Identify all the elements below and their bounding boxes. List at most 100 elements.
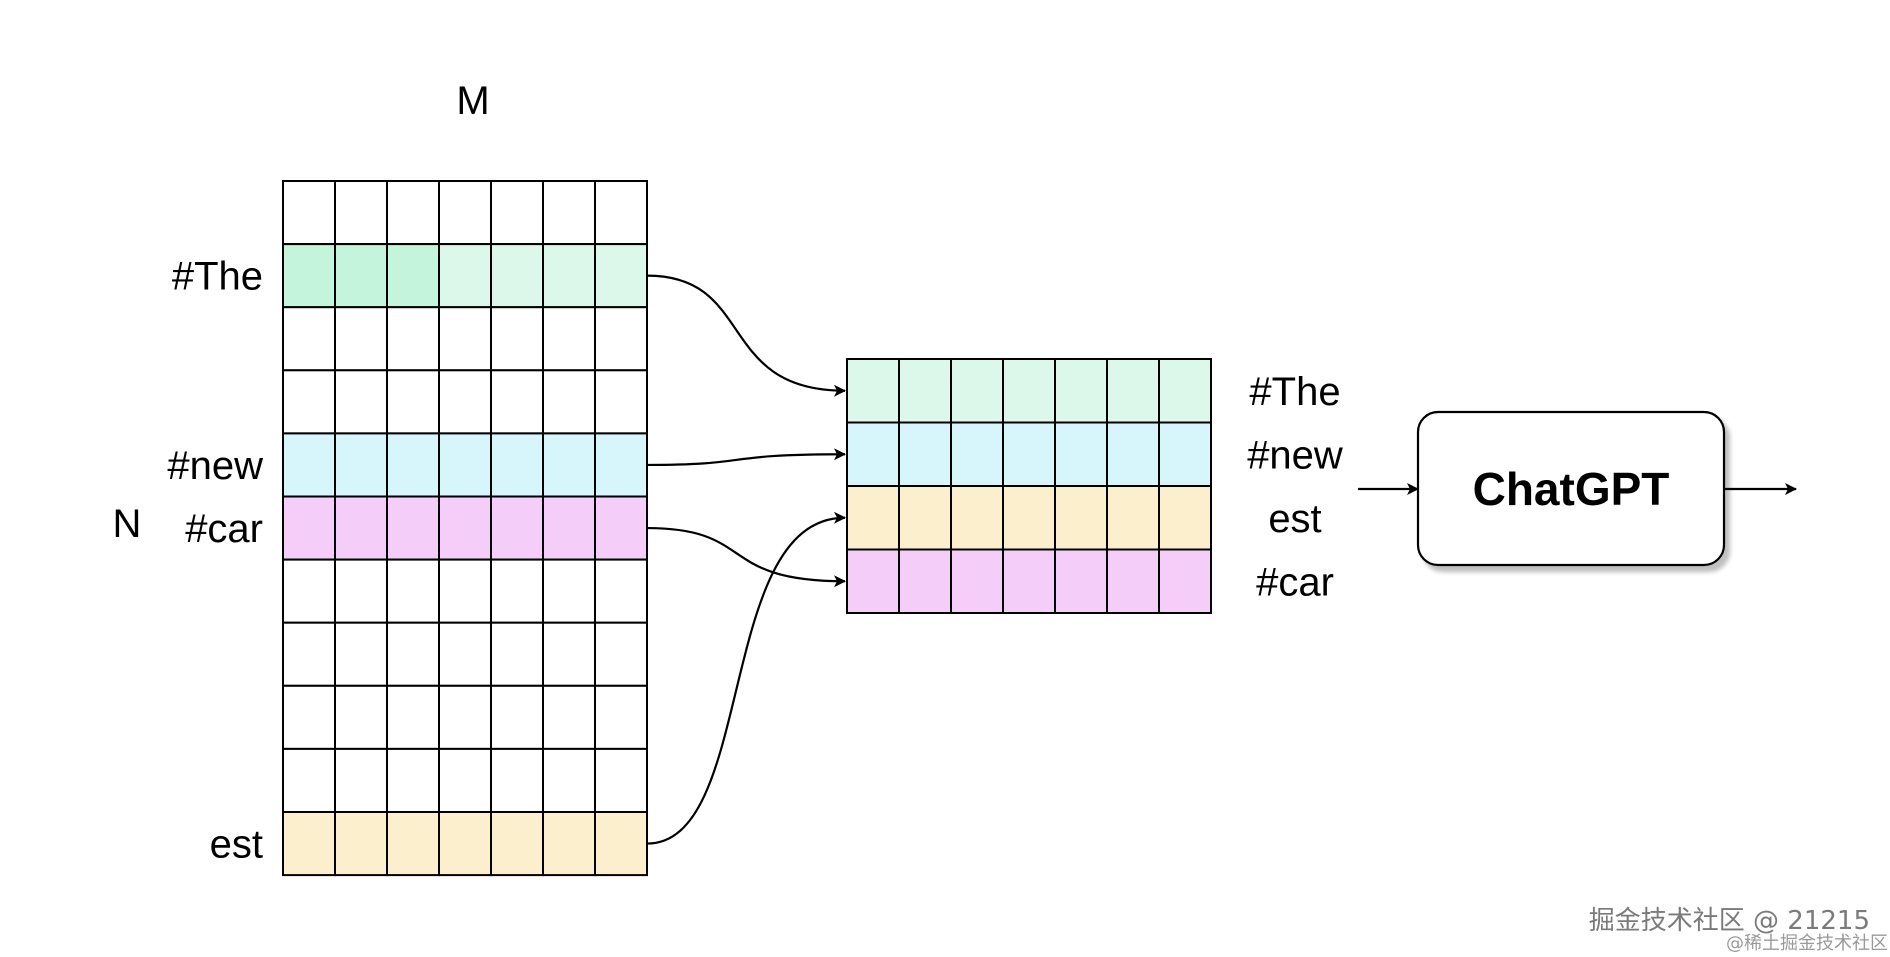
matrix-cell [594,306,648,372]
matrix-cell [334,180,388,246]
matrix-cell [386,747,440,814]
matrix-cell [282,621,336,687]
selected-row-label: #The [1249,370,1340,414]
matrix-row-label: #The [172,255,263,299]
selected-cell [1106,358,1160,424]
matrix-cell [334,621,388,687]
selected-cell [846,421,900,487]
lookup-arrow [646,511,846,845]
selected-cell [1054,485,1108,551]
matrix-cell [490,369,544,435]
watermark-sub: @稀土掘金技术社区 [1726,933,1888,954]
lookup-arrow [646,274,846,397]
matrix-cell [490,684,544,750]
selected-cell [950,485,1004,551]
selected-cell [950,421,1004,487]
matrix-cell [490,495,544,561]
matrix-cell [438,306,492,372]
matrix-rows-label: N [113,502,142,546]
matrix-cell [334,369,388,435]
matrix-cell [594,180,648,246]
matrix-cell [438,621,492,687]
matrix-cell [386,495,440,561]
matrix-cell [594,684,648,750]
embedding-matrix [282,180,648,877]
matrix-cell [334,432,388,498]
matrix-cell [542,180,596,246]
embedding-matrix-row-labels: #The #new #car est [167,255,263,867]
matrix-cell [594,621,648,687]
matrix-cell [438,684,492,750]
selected-cell [1158,421,1212,487]
matrix-cell [282,432,336,498]
matrix-cell [490,747,544,814]
matrix-cell [438,432,492,498]
matrix-row-label: #car [185,507,263,551]
matrix-cell [334,306,388,372]
selected-row-label: #car [1256,560,1334,604]
matrix-cell [542,558,596,624]
selected-cell [1106,548,1160,614]
matrix-cell [490,811,544,877]
matrix-cell [594,558,648,624]
matrix-row-label: est [210,823,263,867]
matrix-cell [438,747,492,814]
matrix-cell [334,811,388,877]
selected-rows-labels: #The #new est #car [1247,370,1343,605]
lookup-arrow [646,448,846,467]
selected-cell [846,548,900,614]
matrix-cell [542,621,596,687]
lookup-arrow [646,526,846,588]
selected-cell [950,358,1004,424]
selected-cell [898,548,952,614]
selected-cell [1002,358,1056,424]
watermark-main: 掘金技术社区 @ 21215 [1589,906,1870,936]
matrix-cell [490,621,544,687]
matrix-cell [438,811,492,877]
matrix-cell [282,243,336,309]
matrix-cell [386,432,440,498]
matrix-columns-label: M [456,79,489,123]
matrix-cell [282,180,336,246]
matrix-cell [542,369,596,435]
matrix-cell [438,243,492,309]
matrix-cell [386,558,440,624]
matrix-cell [542,432,596,498]
matrix-cell [594,432,648,498]
selected-row-label: est [1268,497,1321,541]
matrix-cell [282,369,336,435]
selected-cell [1106,421,1160,487]
matrix-cell [542,684,596,750]
matrix-cell [386,180,440,246]
matrix-cell [490,180,544,246]
matrix-row-label: #new [167,444,263,488]
matrix-cell [282,306,336,372]
matrix-cell [282,811,336,877]
matrix-cell [282,495,336,561]
selected-cell [898,485,952,551]
matrix-cell [334,243,388,309]
selected-cell [1158,485,1212,551]
matrix-cell [490,432,544,498]
matrix-cell [542,306,596,372]
matrix-cell [386,621,440,687]
selected-cell [1054,358,1108,424]
matrix-cell [282,558,336,624]
selected-cell [1158,548,1212,614]
matrix-cell [334,558,388,624]
matrix-cell [594,747,648,814]
selected-cell [898,358,952,424]
matrix-cell [594,811,648,877]
selected-rows-matrix [846,358,1212,614]
selected-cell [1054,548,1108,614]
matrix-cell [438,558,492,624]
selected-cell [1002,485,1056,551]
matrix-cell [386,243,440,309]
selected-row-label: #new [1247,433,1343,477]
matrix-cell [438,495,492,561]
matrix-cell [594,243,648,309]
matrix-cell [490,243,544,309]
matrix-cell [386,811,440,877]
matrix-cell [542,747,596,814]
selected-cell [846,485,900,551]
